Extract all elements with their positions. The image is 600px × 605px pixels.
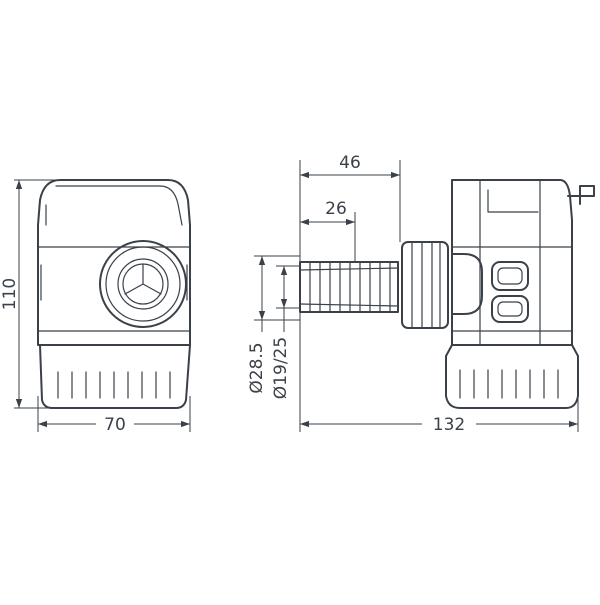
outlet-elbow (451, 253, 483, 315)
front-side-grips (40, 264, 188, 301)
side-body-outline (451, 179, 573, 346)
front-top-cap-inner (55, 185, 183, 226)
side-view (299, 179, 595, 409)
hose-barb (299, 261, 399, 313)
side-strainer-base (445, 344, 579, 409)
union-nut (401, 241, 449, 329)
vent-nozzle (567, 185, 595, 205)
side-cap-inner (487, 189, 539, 213)
dimension-hose-diameter-label: Ø19/25 (271, 337, 291, 399)
dimension-diameters: Ø28.5 Ø19/25 (247, 255, 300, 399)
dimension-outlet-diameter-label: Ø28.5 (247, 342, 267, 393)
dimension-width-front: 70 (37, 396, 191, 435)
dimension-length-side: 132 (299, 312, 579, 435)
front-view (37, 179, 191, 409)
outlet-port-front (99, 240, 187, 328)
dimension-height-label: 110 (0, 278, 20, 310)
dimension-outlet-length-label: 46 (339, 153, 361, 173)
dimension-length-side-label: 132 (433, 415, 465, 435)
float-switch-icon (491, 261, 529, 323)
dimension-hose-length: 26 (300, 199, 356, 262)
dimension-outlet-length: 46 (299, 153, 401, 262)
dimension-height: 110 (0, 179, 60, 409)
dimension-hose-length-label: 26 (325, 199, 347, 219)
dimension-width-front-label: 70 (104, 415, 126, 435)
front-strainer-base (39, 344, 191, 409)
